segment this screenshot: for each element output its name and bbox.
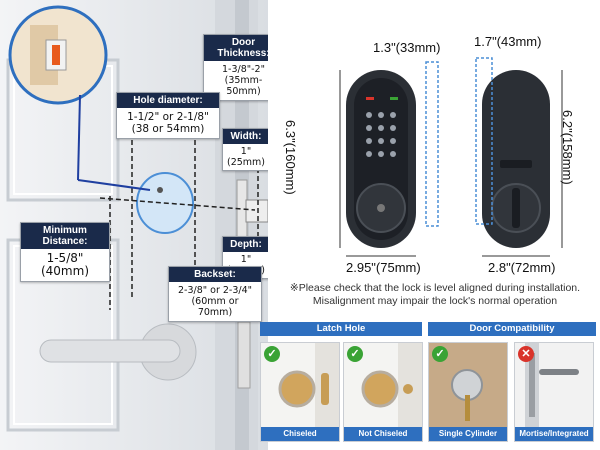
hole-diameter-metric: (38 or 54mm) — [131, 123, 205, 135]
front-width-label: 2.95"(75mm) — [346, 260, 421, 275]
note-line-2: Misalignment may impair the lock's norma… — [312, 295, 558, 307]
latch-hole-header: Latch Hole — [260, 322, 422, 336]
card-caption-single-cylinder: Single Cylinder — [429, 427, 507, 441]
back-width-label: 2.8"(72mm) — [488, 260, 556, 275]
min-distance-metric: (40mm) — [40, 264, 89, 278]
door-thickness-metric: (35mm-50mm) — [224, 75, 263, 97]
hole-diameter-title: Hole diameter: — [117, 93, 219, 108]
backset-title: Backset: — [169, 267, 261, 282]
installation-note: ※Please check that the lock is level ali… — [270, 282, 600, 308]
width-title: Width: — [223, 129, 268, 144]
check-icon: ✓ — [432, 346, 448, 362]
hole-diameter-callout: Hole diameter: 1-1/2" or 2-1/8"(38 or 54… — [116, 92, 220, 139]
check-icon: ✓ — [264, 346, 280, 362]
card-caption-not-chiseled: Not Chiseled — [344, 427, 422, 441]
card-caption-chiseled: Chiseled — [261, 427, 339, 441]
card-mortise: ✕ Mortise/Integrated — [514, 342, 594, 442]
depth-title: Depth: — [223, 237, 268, 252]
width-callout: Width: 1" (25mm) — [222, 128, 268, 171]
card-not-chiseled: ✓ Not Chiseled — [343, 342, 423, 442]
card-caption-mortise: Mortise/Integrated — [515, 427, 593, 441]
backset-value: 2-3/8" or 2-3/4" — [177, 285, 253, 296]
min-distance-value: 1-5/8" — [46, 251, 84, 265]
check-icon: ✓ — [347, 346, 363, 362]
card-chiseled: ✓ Chiseled — [260, 342, 340, 442]
front-height-label: 6.3"(160mm) — [283, 120, 298, 195]
hole-diameter-value: 1-1/2" or 2-1/8" — [127, 111, 209, 123]
note-line-1: ※Please check that the lock is level ali… — [289, 282, 581, 294]
back-height-label: 6.2"(158mm) — [560, 110, 575, 185]
door-thickness-title: Door Thickness: — [204, 35, 268, 61]
backset-callout: Backset: 2-3/8" or 2-3/4"(60mm or 70mm) — [168, 266, 262, 322]
min-distance-title: Minimum Distance: — [21, 223, 109, 249]
backset-metric: (60mm or 70mm) — [191, 296, 239, 318]
width-value: 1" (25mm) — [226, 146, 265, 168]
min-distance-callout: Minimum Distance: 1-5/8"(40mm) — [20, 222, 110, 282]
back-depth-label: 1.7"(43mm) — [474, 34, 542, 49]
lock-dimension-diagram — [339, 57, 563, 257]
card-single-cylinder: ✓ Single Cylinder — [428, 342, 508, 442]
cross-icon: ✕ — [518, 346, 534, 362]
back-lock-thumbturn — [475, 57, 550, 248]
front-depth-label: 1.3"(33mm) — [373, 40, 441, 55]
door-thickness-value: 1-3/8"-2" — [222, 64, 265, 75]
front-lock-keypad — [346, 61, 439, 248]
door-illustration: Door Thickness: 1-3/8"-2"(35mm-50mm) Hol… — [0, 0, 268, 450]
door-compatibility-header: Door Compatibility — [428, 322, 596, 336]
door-thickness-callout: Door Thickness: 1-3/8"-2"(35mm-50mm) — [203, 34, 268, 101]
